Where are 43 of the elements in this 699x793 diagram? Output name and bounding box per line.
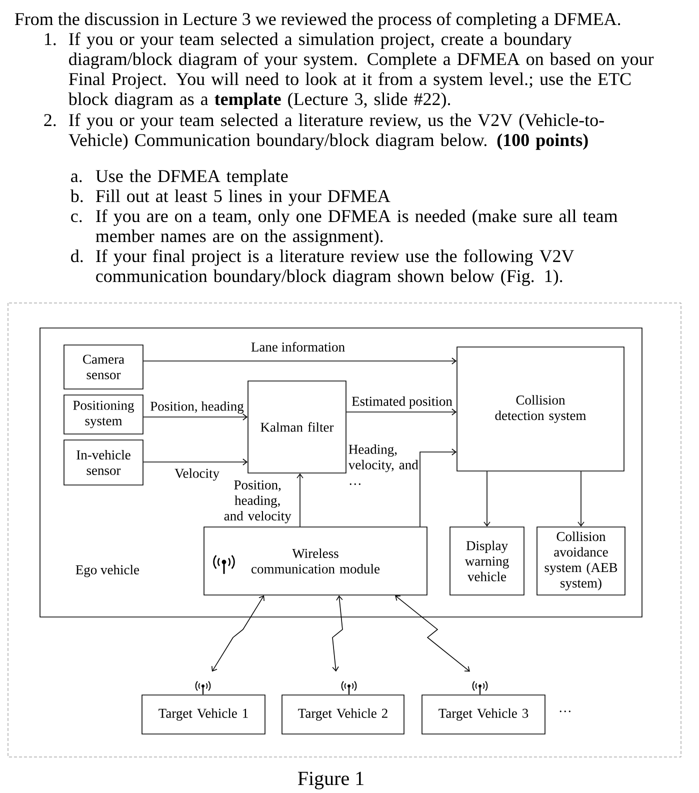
list-marker: b. bbox=[70, 190, 83, 202]
list-marker: d. bbox=[71, 250, 83, 262]
block-box: Kalman filter bbox=[248, 380, 346, 474]
edge-label: Position, heading bbox=[150, 401, 244, 414]
list-marker: a. bbox=[71, 174, 82, 182]
block-box: In-vehicle sensor bbox=[64, 440, 144, 486]
list-item: If your final project is a literature review use the following V2V communication boundary/block diagram shown below (Fig. 1). bbox=[96, 249, 574, 286]
edge-label: Velocity bbox=[174, 468, 220, 481]
vehicle-box: Target Vehicle 3 bbox=[422, 694, 546, 734]
vehicle-box: Target Vehicle 1 bbox=[142, 694, 266, 734]
block-box: Wireless communication module bbox=[204, 526, 428, 596]
arrow bbox=[296, 473, 304, 527]
list-marker: c. bbox=[71, 214, 82, 222]
block-box: Positioning system bbox=[64, 394, 144, 434]
arrow bbox=[578, 471, 584, 527]
figure-caption: Figure 1 bbox=[298, 772, 364, 790]
arrow bbox=[346, 408, 457, 416]
list-item: Fill out at least 5 lines in your DFMEA bbox=[96, 190, 390, 206]
arrow bbox=[332, 595, 343, 672]
edge-label: Heading, velocity, and … bbox=[348, 444, 418, 485]
list-marker: 2. bbox=[44, 114, 56, 126]
edge-label: Estimated position bbox=[352, 396, 452, 409]
arrow bbox=[420, 448, 457, 527]
list-item: Use the DFMEA template bbox=[96, 170, 288, 186]
arrow bbox=[143, 458, 248, 466]
edge-label: Lane information bbox=[251, 342, 345, 352]
block-box: Display warning vehicle bbox=[450, 526, 524, 596]
arrow bbox=[143, 414, 248, 420]
vehicle-box: Target Vehicle 2 bbox=[282, 694, 404, 734]
list-item: If you or your team selected a literature review, us the V2V (Vehicle-to-Vehicle) Communication boundary/block diagram below. (100 points) bbox=[68, 113, 604, 150]
arrow bbox=[143, 358, 457, 364]
list-item: If you or your team selected a simulation project, create a boundary diagram/block diagram of your system. Complete a DFMEA on based on your Final Project. You will need to look at it from a system level.; use the ETC block diagram as a template (Lecture 3, slide #22). bbox=[68, 32, 654, 109]
arrow bbox=[484, 471, 490, 527]
list-marker: 1. bbox=[44, 33, 56, 46]
paragraph: From the discussion in Lecture 3 we reviewed the process of completing a DFMEA. bbox=[14, 12, 620, 29]
block-box: Camera sensor bbox=[64, 344, 144, 390]
block-box: Collision detection system bbox=[456, 346, 624, 472]
arrow bbox=[395, 595, 470, 672]
ellipsis: … bbox=[560, 710, 570, 712]
edge-label: Position, heading, and velocity bbox=[224, 480, 292, 524]
arrow bbox=[211, 595, 264, 672]
list-item: If you are on a team, only one DFMEA is needed (make sure all team member names are on the assignment). bbox=[96, 209, 618, 246]
block-box: Collision avoidance system (AEB system) bbox=[536, 526, 626, 596]
